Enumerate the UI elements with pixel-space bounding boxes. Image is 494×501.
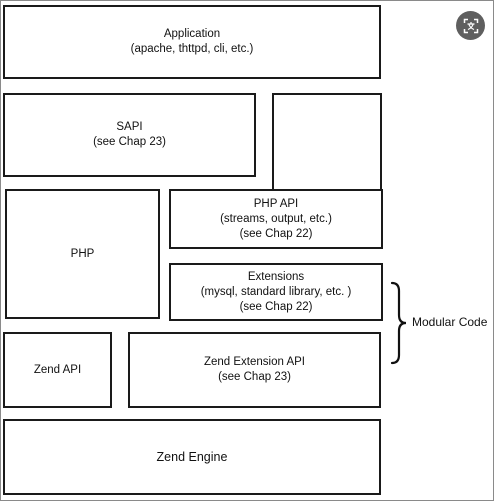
php-api-layer: PHP API (streams, output, etc.) (see Cha… — [169, 189, 383, 249]
image-search-button[interactable] — [456, 11, 485, 40]
application-subtitle: (apache, thttpd, cli, etc.) — [130, 43, 254, 55]
php-layer: PHP — [5, 189, 160, 319]
zend-extension-api-subtitle: (see Chap 23) — [218, 371, 291, 383]
php-api-title: PHP API — [253, 197, 299, 210]
modular-code-label: Modular Code — [412, 315, 488, 329]
extensions-layer: Extensions (mysql, standard library, etc… — [169, 263, 383, 321]
sapi-title: SAPI — [116, 121, 143, 133]
extensions-reference: (see Chap 22) — [239, 300, 313, 313]
php-api-subtitle: (streams, output, etc.) — [220, 212, 332, 225]
image-search-icon — [463, 18, 478, 33]
extensions-subtitle: (mysql, standard library, etc. ) — [200, 285, 352, 298]
application-layer: Application (apache, thttpd, cli, etc.) — [3, 5, 381, 79]
modular-code-brace — [390, 281, 407, 365]
zend-api-layer: Zend API — [3, 332, 112, 408]
zend-extension-api-layer: Zend Extension API (see Chap 23) — [128, 332, 381, 408]
sapi-subtitle: (see Chap 23) — [93, 136, 166, 148]
zend-extension-api-title: Zend Extension API — [203, 356, 305, 368]
php-title: PHP — [70, 247, 95, 260]
zend-api-title: Zend API — [33, 363, 82, 376]
zend-engine-layer: Zend Engine — [3, 419, 381, 495]
extensions-title: Extensions — [247, 270, 305, 283]
zend-engine-title: Zend Engine — [156, 449, 228, 464]
sapi-layer: SAPI (see Chap 23) — [3, 93, 256, 177]
php-api-reference: (see Chap 22) — [239, 227, 313, 240]
application-title: Application — [163, 28, 221, 40]
